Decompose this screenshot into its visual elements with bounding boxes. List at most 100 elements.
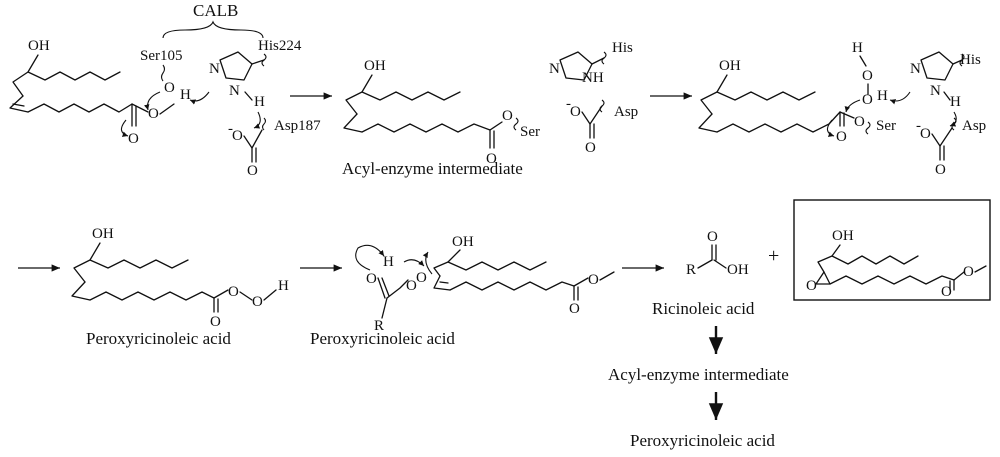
s5-o: O xyxy=(569,301,580,317)
s3-wavy xyxy=(865,121,871,135)
s3-ester xyxy=(839,111,855,119)
alkene-second-line xyxy=(12,103,25,107)
ra-o: O xyxy=(707,229,718,245)
h2o2-o1: O xyxy=(862,68,873,84)
acyl-wavy xyxy=(513,117,519,131)
acyl-asp-o2: O xyxy=(585,140,596,156)
p1-h: H xyxy=(278,278,289,294)
acyl-his-link xyxy=(591,57,605,65)
s5-o3: O xyxy=(366,271,377,287)
s3-asp-carboxyl xyxy=(931,127,953,147)
p1-alkene xyxy=(71,281,91,301)
p1-main xyxy=(89,291,215,301)
s5-ro-bond xyxy=(377,277,386,299)
s3-ser-label: Ser xyxy=(876,118,896,134)
upper-chain xyxy=(12,54,39,97)
s3-his-n2: N xyxy=(930,83,941,99)
carbonyl-curly-arrow xyxy=(120,119,129,137)
ep-side xyxy=(831,255,919,265)
ser-o: O xyxy=(164,80,175,96)
his224-label: His224 xyxy=(258,38,302,54)
step1-substrate: CALB OH O O xyxy=(9,1,264,147)
his-n1: N xyxy=(209,61,220,77)
asp-arrow xyxy=(253,111,261,129)
s5-ester xyxy=(573,277,589,287)
s3-asp-o1: O xyxy=(920,126,931,142)
acyl-asp-o1: O xyxy=(570,104,581,120)
acyl-his-nh: NH xyxy=(582,70,604,86)
s5-side xyxy=(447,261,547,271)
acyl-his-wavy xyxy=(601,51,607,65)
product-frame xyxy=(793,199,991,301)
s3-alkene xyxy=(698,113,718,133)
product-epoxide-box: OH O O O xyxy=(793,199,991,301)
ep-upper xyxy=(817,244,841,273)
caption-peroxy-2: Peroxyricinoleic acid xyxy=(310,329,455,348)
step3-perhydrolysis: OH O O Ser H O O H N N His H - O xyxy=(698,40,986,178)
ep-methyl xyxy=(974,265,987,273)
s3-his-ring xyxy=(920,51,954,81)
p1-o3: O xyxy=(252,294,263,310)
acyl-asp-minus: - xyxy=(566,96,571,112)
his-h: H xyxy=(254,94,265,110)
s3-asp-label: Asp xyxy=(962,118,986,134)
ep-ester xyxy=(953,271,965,281)
p1-b1 xyxy=(213,289,229,299)
caption-acyl-enzyme-1: Acyl-enzyme intermediate xyxy=(342,159,523,178)
asp-carboxyl xyxy=(243,129,263,149)
s5-oh: OH xyxy=(452,234,474,250)
s5-r: R xyxy=(374,318,384,334)
p1-o2: O xyxy=(228,284,239,300)
s5-methyl xyxy=(599,271,615,281)
s3-carbonyl-arrow xyxy=(826,119,835,137)
his-wavy xyxy=(261,53,267,67)
ep-epoxide-o: O xyxy=(806,278,817,294)
p1-oh: OH xyxy=(92,226,114,242)
asp-o2: O xyxy=(247,163,258,179)
acyl-o: O xyxy=(486,151,497,167)
s3-oh: OH xyxy=(719,58,741,74)
his-deprot-arrow xyxy=(189,91,210,105)
step4-peroxy-acid: OH O O O H Peroxyricinoleic acid xyxy=(71,226,289,348)
s3-asp-o2: O xyxy=(935,162,946,178)
acyl-his-ring xyxy=(559,51,593,81)
s5-alkene-2 xyxy=(439,281,449,284)
s5-alkene xyxy=(433,275,451,291)
acyl-side xyxy=(361,91,461,101)
h2o2-h2: H xyxy=(877,88,888,104)
methyl-bond xyxy=(159,103,175,115)
s5-ester-o: O xyxy=(588,272,599,288)
ester-bond xyxy=(131,103,149,113)
s3-main xyxy=(716,111,841,133)
main-chain xyxy=(27,103,133,113)
s5-loop-arrow xyxy=(355,244,385,271)
ep-o: O xyxy=(941,284,952,300)
caption-acyl-enzyme-2: Acyl-enzyme intermediate xyxy=(608,365,789,384)
s5-o1: O xyxy=(406,278,417,294)
imidazole-ring xyxy=(219,51,253,81)
s3-o: O xyxy=(836,129,847,145)
s3-side xyxy=(716,91,816,101)
acyl-his-label: His xyxy=(612,40,633,56)
acyl-asp-carboxyl xyxy=(581,105,603,125)
s5-main xyxy=(449,281,575,291)
h2o2-h: H xyxy=(852,40,863,56)
acyl-upper xyxy=(345,74,373,115)
his-link xyxy=(251,59,265,65)
ra-r: R xyxy=(686,262,696,278)
caption-peroxy-1: Peroxyricinoleic acid xyxy=(86,329,231,348)
acyl-ester xyxy=(489,121,503,131)
p1-o: O xyxy=(210,314,221,330)
hydroxyl-label: OH xyxy=(28,38,50,54)
s5-ring xyxy=(386,279,409,299)
asp-o-minus: - xyxy=(228,121,233,137)
asp187-label: Asp187 xyxy=(274,118,321,134)
ra-b2 xyxy=(713,259,727,269)
ep-epoxide-ring xyxy=(815,271,831,285)
s3-his-h: H xyxy=(950,94,961,110)
ep-oh: OH xyxy=(832,228,854,244)
p1-upper xyxy=(73,242,101,283)
asp-o1: O xyxy=(232,128,243,144)
calb-label: CALB xyxy=(193,1,238,20)
p1-side xyxy=(89,259,189,269)
